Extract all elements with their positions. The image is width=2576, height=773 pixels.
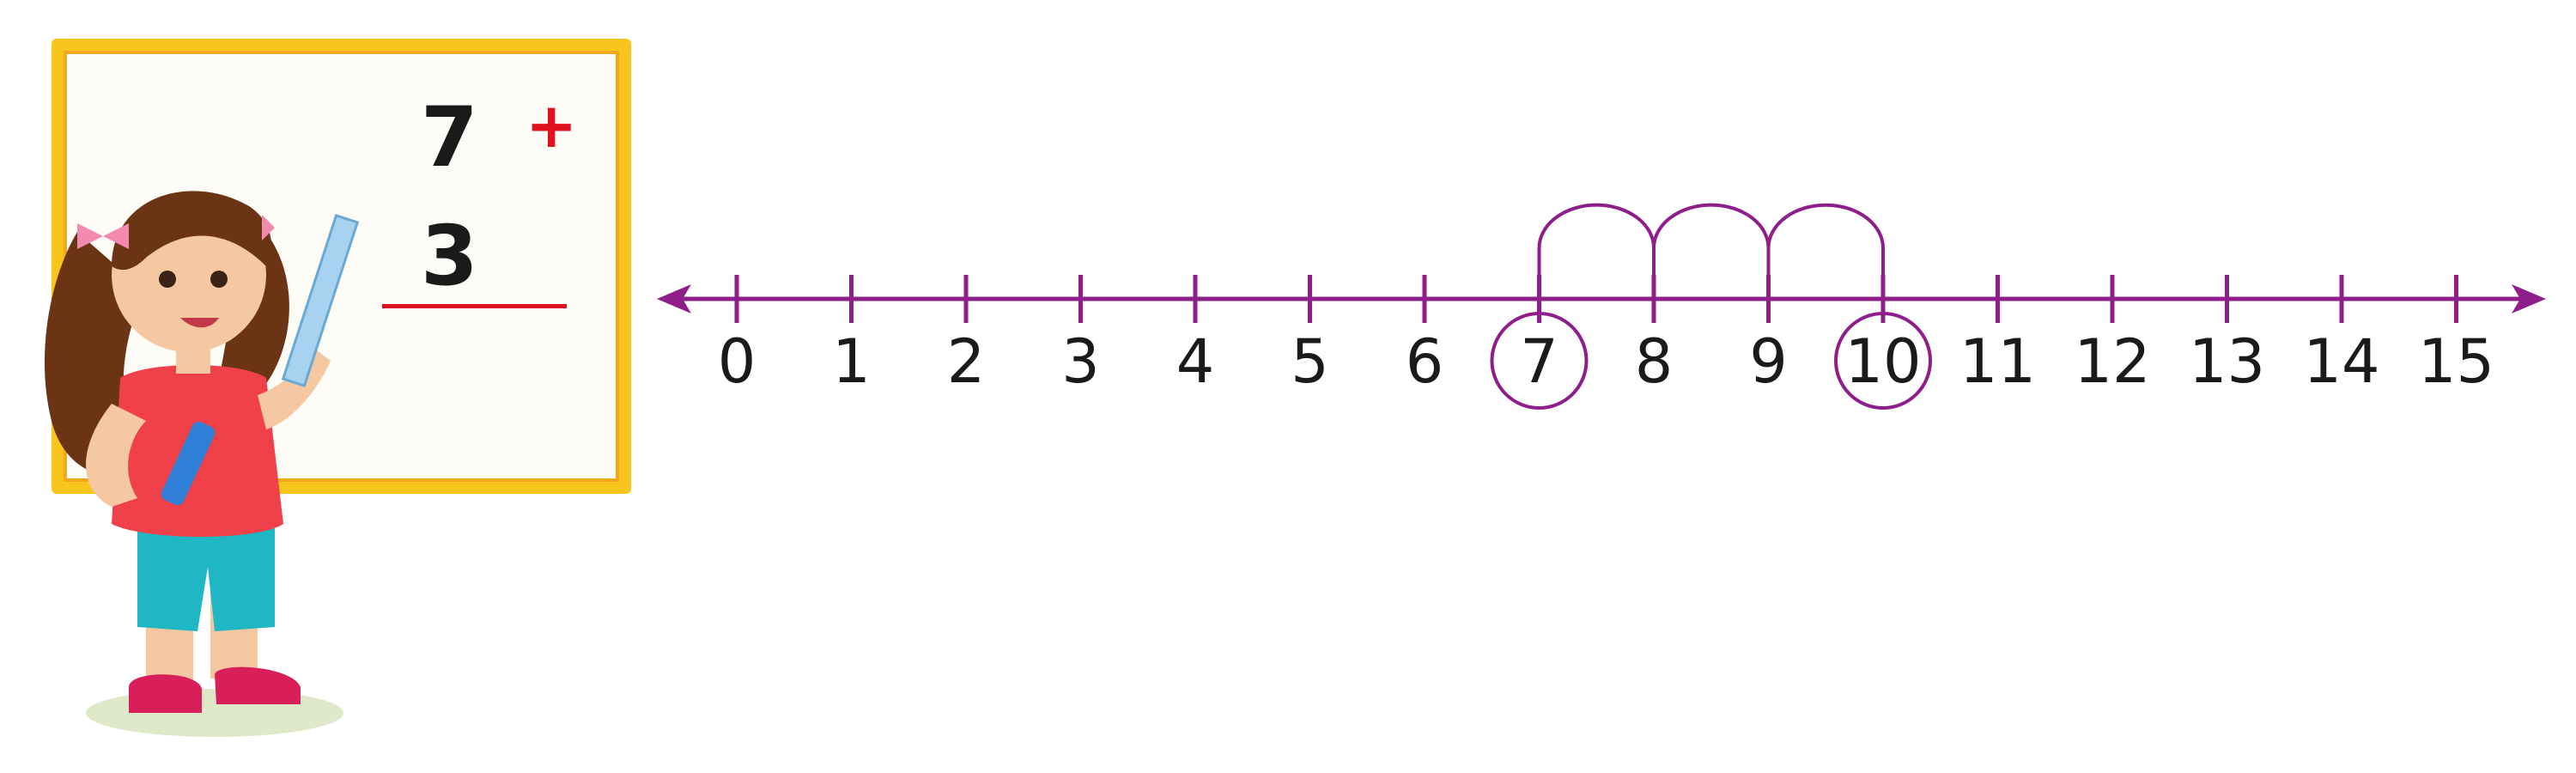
circle-7 bbox=[1490, 312, 1589, 410]
tick-label-14: 14 bbox=[2303, 326, 2379, 397]
tick-label-8: 8 bbox=[1635, 326, 1674, 397]
jump-arc-3 bbox=[1766, 203, 1885, 295]
tick-label-15: 15 bbox=[2418, 326, 2494, 397]
jump-arc-2 bbox=[1652, 203, 1771, 295]
plus-sign: + bbox=[526, 89, 578, 161]
right-arrow-icon bbox=[2512, 284, 2546, 313]
tick-label-7: 7 bbox=[1520, 326, 1558, 397]
tick-label-5: 5 bbox=[1291, 326, 1329, 397]
tick-label-10: 10 bbox=[1844, 326, 1921, 397]
addend-second: 3 bbox=[421, 208, 478, 304]
tick-label-3: 3 bbox=[1061, 326, 1100, 397]
tick-label-12: 12 bbox=[2074, 326, 2150, 397]
tick-label-1: 1 bbox=[832, 326, 871, 397]
addend-first: 7 bbox=[421, 89, 478, 186]
tick-label-9: 9 bbox=[1749, 326, 1788, 397]
tick-label-6: 6 bbox=[1406, 326, 1444, 397]
tick-label-2: 2 bbox=[947, 326, 986, 397]
tick-label-11: 11 bbox=[1959, 326, 2036, 397]
girl-illustration bbox=[44, 191, 360, 737]
sum-line bbox=[382, 304, 567, 308]
left-arrow-icon bbox=[657, 284, 691, 313]
circle-10 bbox=[1834, 312, 1932, 410]
tick-label-4: 4 bbox=[1176, 326, 1215, 397]
tick-label-13: 13 bbox=[2189, 326, 2265, 397]
tick-label-0: 0 bbox=[718, 326, 756, 397]
jump-arc-1 bbox=[1537, 203, 1656, 295]
